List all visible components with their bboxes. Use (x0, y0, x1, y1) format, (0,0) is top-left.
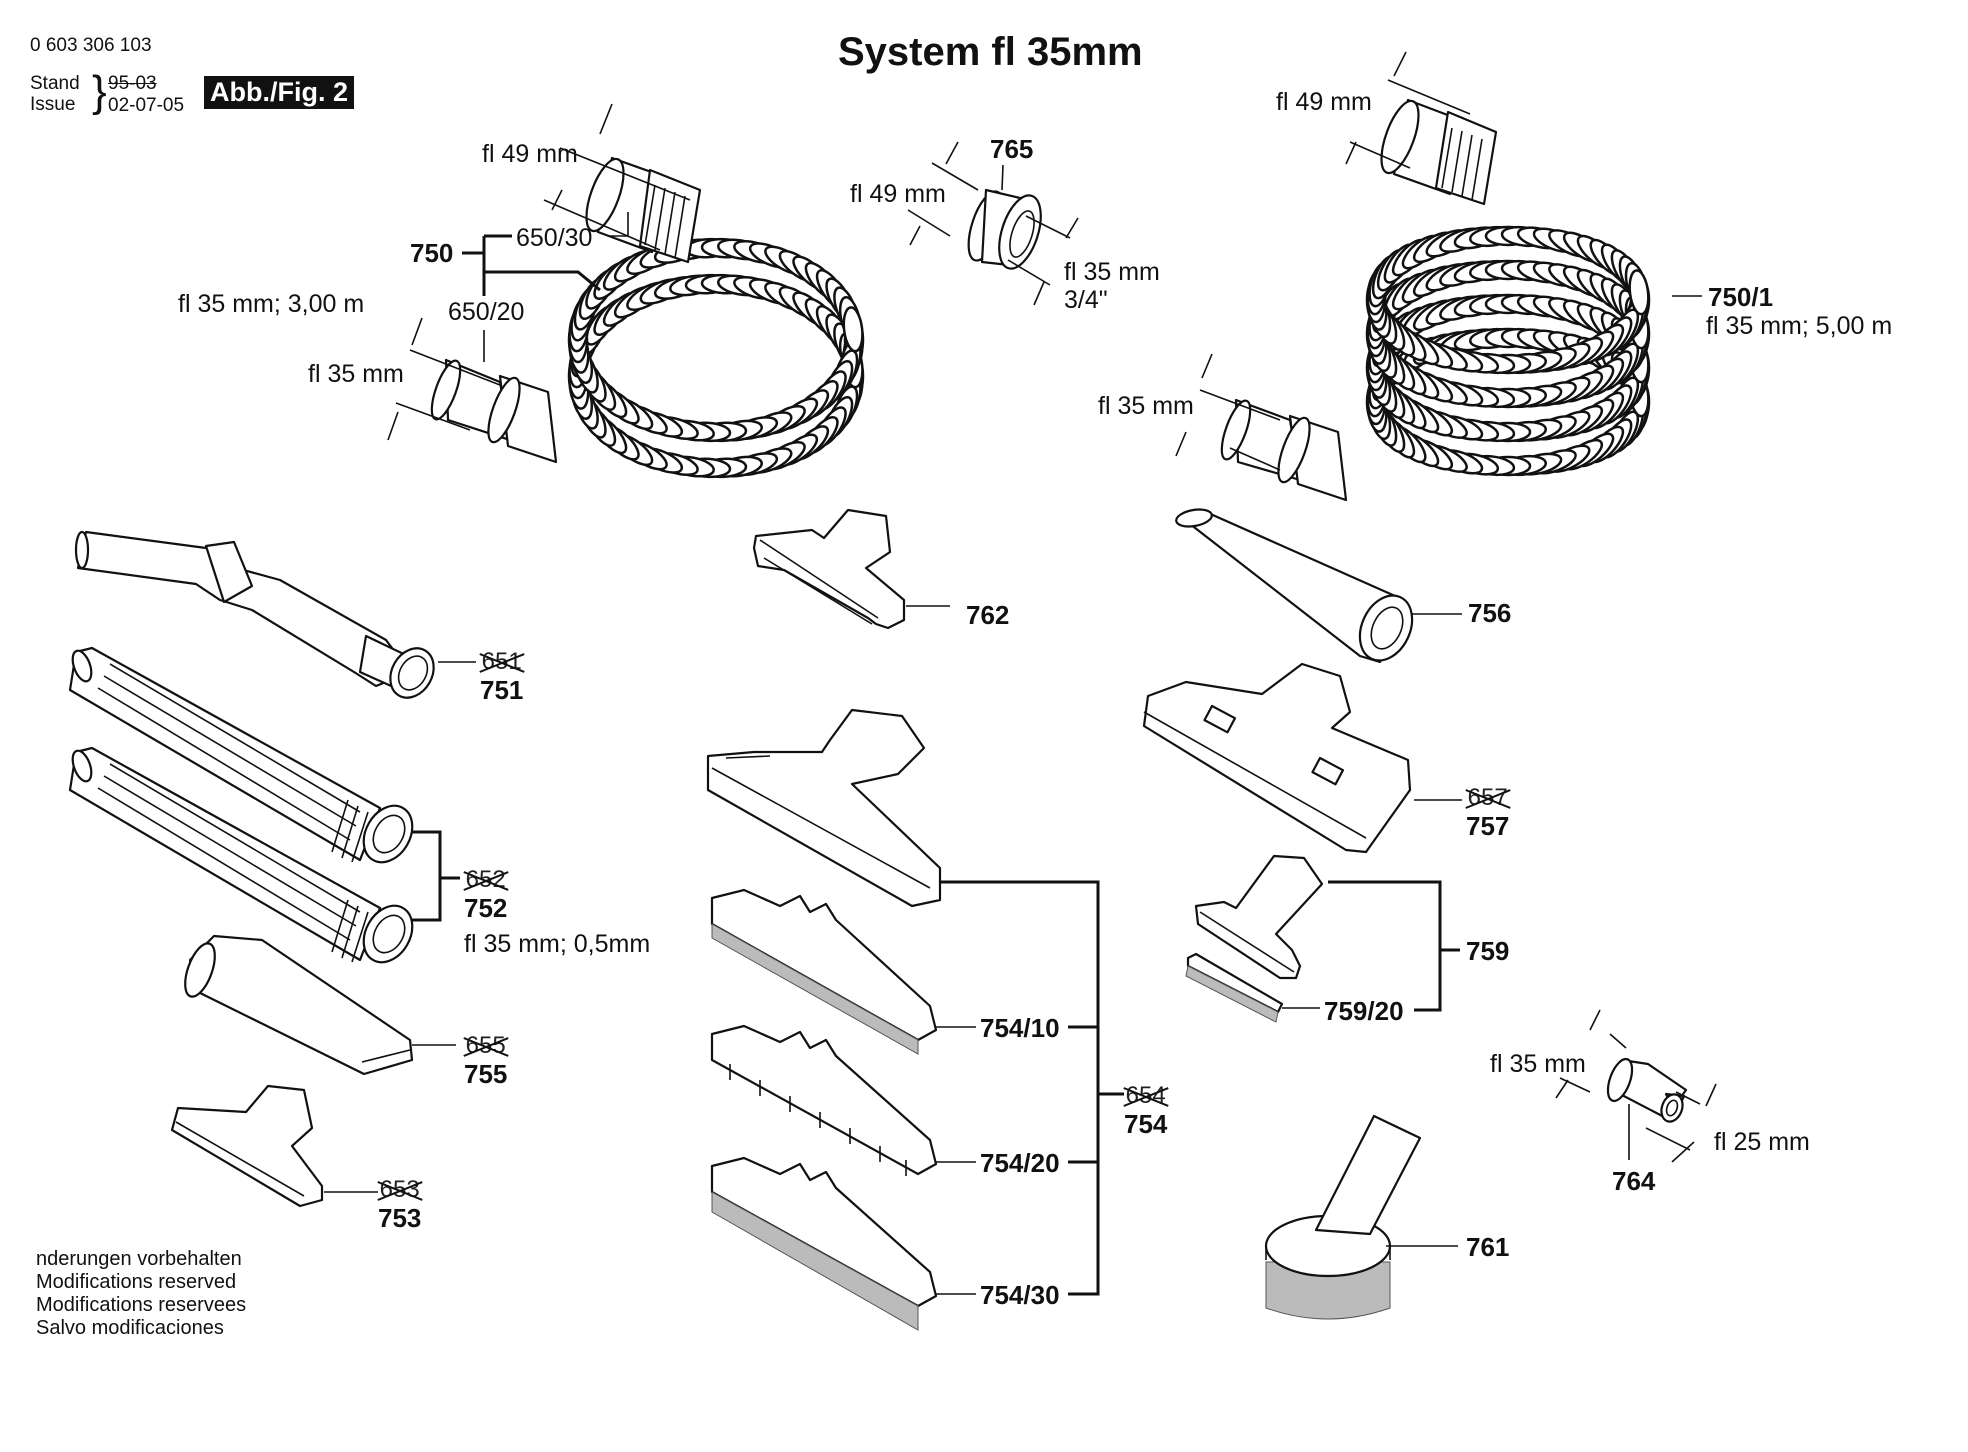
reducer-764-dim-out: fl 25 mm (1714, 1128, 1810, 1156)
extension-tubes-752 (68, 646, 460, 964)
part-762[interactable]: 762 (966, 600, 1010, 630)
old-part-653: 653 (379, 1176, 420, 1203)
part-764[interactable]: 764 (1612, 1166, 1656, 1196)
floor-strip-754-10 (710, 888, 976, 1055)
old-part-657: 657 (1467, 784, 1508, 811)
issue-date: 02-07-05 (108, 95, 185, 116)
hose-750-end-large (585, 156, 702, 264)
hose-750-1-dim-bottom: fl 35 mm (1098, 392, 1194, 420)
old-part-654: 654 (1125, 1082, 1166, 1109)
part-754-10[interactable]: 754/10 (980, 1013, 1060, 1043)
stand-date-old: 95-03 (108, 73, 157, 94)
extension-tube-lower (68, 746, 414, 964)
hose-rib (1628, 269, 1650, 316)
part-761[interactable]: 761 (1466, 1232, 1510, 1262)
upholstery-nozzle-759 (1185, 854, 1460, 1023)
part-754-30[interactable]: 754/30 (980, 1280, 1060, 1310)
hose-750-1-drawing (1175, 51, 1702, 502)
hose-750-1-dim-top: fl 49 mm (1276, 88, 1372, 116)
reducer-764 (1555, 1009, 1717, 1163)
page-title: System fl 35mm (838, 30, 1143, 74)
callout-755[interactable]: 655 755 (464, 1032, 507, 1088)
old-part-651: 651 (481, 648, 522, 675)
hose-750-sub-650-30[interactable]: 650/30 (516, 224, 593, 252)
hose-750-spec: fl 35 mm; 3,00 m (178, 290, 365, 318)
adapter-765-dim-thread: 3/4" (1064, 286, 1108, 314)
hose-750-1-spec: fl 35 mm; 5,00 m (1706, 312, 1893, 340)
callout-751[interactable]: 651 751 (480, 648, 523, 704)
part-759[interactable]: 759 (1466, 936, 1510, 966)
part-751: 751 (480, 675, 524, 705)
adapter-765-dim-left: fl 49 mm (850, 180, 946, 208)
footer-line-fr: Modifications reservees (36, 1294, 247, 1316)
stand-label: Stand (30, 73, 80, 94)
hose-750-sub-650-20[interactable]: 650/20 (448, 298, 525, 326)
floor-tool-757 (1142, 662, 1462, 854)
hose-750-dim-top: fl 49 mm (482, 140, 578, 168)
adapter-765-drawing (907, 141, 1079, 306)
tubes-752-spec: fl 35 mm; 0,5mm (464, 930, 651, 958)
hose-750-1-end-small (1220, 398, 1348, 502)
callout-753[interactable]: 653 753 (378, 1176, 421, 1232)
adapter-765-part[interactable]: 765 (990, 134, 1034, 164)
hose-750-1-coils (1365, 225, 1651, 477)
hose-750-coils (567, 237, 865, 479)
part-755: 755 (464, 1059, 508, 1089)
callout-754[interactable]: 654 754 (1124, 1082, 1167, 1138)
part-752: 752 (464, 893, 508, 923)
part-756[interactable]: 756 (1468, 598, 1512, 628)
reducer-764-dim-in: fl 35 mm (1490, 1050, 1586, 1078)
floor-nozzle-754 (706, 708, 1124, 1296)
part-757: 757 (1466, 811, 1510, 841)
part-754-20[interactable]: 754/20 (980, 1148, 1060, 1178)
handle-tube-751 (74, 530, 476, 699)
brace: } (92, 67, 107, 116)
old-part-655: 655 (465, 1032, 506, 1059)
callout-752[interactable]: 652 752 (464, 866, 507, 922)
footer-line-de: nderungen vorbehalten (36, 1248, 242, 1270)
part-number: 0 603 306 103 (30, 35, 152, 56)
extension-tube-upper (68, 646, 414, 864)
crevice-nozzle-756 (1175, 508, 1462, 664)
callout-757[interactable]: 657 757 (1466, 784, 1509, 840)
figure-badge: Abb./Fig. 2 (204, 76, 354, 109)
floor-strip-754-20 (710, 1024, 976, 1176)
old-part-652: 652 (465, 866, 506, 893)
footer-line-en: Modifications reserved (36, 1271, 237, 1293)
hose-750-1-part[interactable]: 750/1 (1708, 282, 1774, 312)
round-brush-761 (1264, 1114, 1458, 1320)
adapter-765-dim-right: fl 35 mm (1064, 258, 1160, 286)
hose-750-drawing (387, 103, 865, 479)
footer-notice: nderungen vorbehalten Modifications rese… (36, 1248, 246, 1340)
hose-rib (842, 306, 864, 353)
floor-strip-754-30 (710, 1156, 976, 1331)
upholstery-nozzle-753 (170, 1084, 378, 1208)
part-753: 753 (378, 1203, 422, 1233)
nozzle-762 (752, 508, 950, 630)
hose-750-end-small (430, 358, 558, 464)
hose-750-dim-bottom: fl 35 mm (308, 360, 404, 388)
hose-750-part[interactable]: 750 (410, 238, 454, 268)
part-754: 754 (1124, 1109, 1168, 1139)
issue-label: Issue (30, 94, 76, 115)
footer-line-es: Salvo modificaciones (36, 1317, 224, 1339)
part-759-20[interactable]: 759/20 (1324, 996, 1404, 1026)
crevice-nozzle-755 (184, 934, 456, 1076)
hose-750-1-end-large (1380, 98, 1498, 206)
